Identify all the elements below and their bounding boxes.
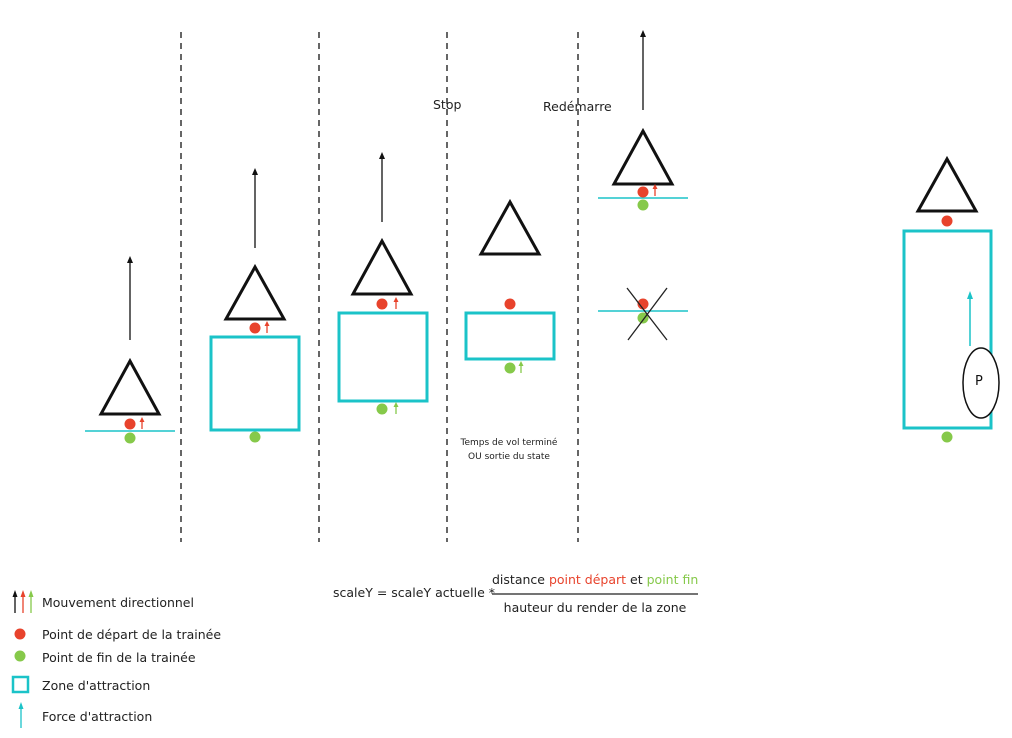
cross-line-b <box>627 287 668 341</box>
old-start-point-dot <box>637 298 649 310</box>
start-point-dot <box>504 298 516 310</box>
player-triangle <box>98 357 162 416</box>
stop-label: Stop <box>433 97 462 112</box>
movement-arrowhead <box>379 152 385 159</box>
restart-label: Redémarre <box>543 99 612 114</box>
legend-end-point-label: Point de fin de la trainée <box>42 650 196 665</box>
force-legend-icon <box>18 702 24 728</box>
p-marker <box>962 347 1000 419</box>
start-arrowhead <box>264 321 270 326</box>
formula-end-term: point fin <box>646 572 699 587</box>
start-point-dot <box>376 298 388 310</box>
legend-force-label: Force d'attraction <box>42 709 153 724</box>
start-arrowhead <box>393 297 399 302</box>
start-point-legend-icon <box>14 628 26 640</box>
start-arrowhead <box>652 184 658 189</box>
attraction-zone <box>337 311 429 403</box>
player-triangle <box>611 127 675 186</box>
movement-arrowhead <box>252 168 258 175</box>
zone-legend-icon <box>11 675 30 694</box>
force-arrowhead <box>967 291 973 299</box>
movement-arrowhead <box>640 30 646 37</box>
end-point-dot <box>376 403 388 415</box>
step-3 <box>337 152 429 415</box>
end-point-dot <box>504 362 516 374</box>
end-arrowhead <box>393 402 399 407</box>
end-condition-line-2: OU sortie du state <box>468 452 550 462</box>
player-triangle <box>478 198 542 256</box>
formula-numerator: distance point départ et point fin <box>492 572 698 587</box>
formula-numerator-prefix: distance <box>492 572 549 587</box>
final-state <box>902 155 1000 443</box>
movement-legend-icon <box>12 590 34 613</box>
attraction-zone <box>209 335 301 432</box>
p-marker-label: P <box>975 374 983 389</box>
step-1 <box>85 256 175 444</box>
formula-numerator-middle: et <box>626 572 647 587</box>
start-point-dot <box>637 186 649 198</box>
attraction-zone <box>902 229 993 430</box>
movement-arrowhead <box>127 256 133 263</box>
legend-start-point-label: Point de départ de la trainée <box>42 627 222 642</box>
start-point-dot <box>249 322 261 334</box>
end-point-dot <box>941 431 953 443</box>
step-5-restart <box>598 30 688 341</box>
formula-start-term: point départ <box>548 572 627 587</box>
legend-zone-label: Zone d'attraction <box>42 678 151 693</box>
start-point-dot <box>941 215 953 227</box>
end-point-dot <box>249 431 261 443</box>
step-2 <box>209 168 301 443</box>
player-triangle <box>350 237 414 296</box>
end-point-dot <box>637 199 649 211</box>
end-point-legend-icon <box>14 650 26 662</box>
start-arrowhead <box>139 417 145 422</box>
attraction-zone <box>464 311 556 361</box>
end-condition-line-1: Temps de vol terminé <box>460 438 558 448</box>
step-4-stop <box>464 198 556 374</box>
step-separators <box>180 32 579 542</box>
end-condition-note: Temps de vol terminé OU sortie du state <box>452 436 566 464</box>
start-point-dot <box>124 418 136 430</box>
end-point-dot <box>124 432 136 444</box>
end-arrowhead <box>518 361 524 366</box>
legend-movement-label: Mouvement directionnel <box>42 595 194 610</box>
formula-denominator: hauteur du render de la zone <box>503 600 687 615</box>
player-triangle <box>223 263 287 321</box>
legend-icons <box>11 590 34 728</box>
formula-lhs: scaleY = scaleY actuelle * <box>333 585 495 600</box>
player-triangle <box>915 155 979 213</box>
